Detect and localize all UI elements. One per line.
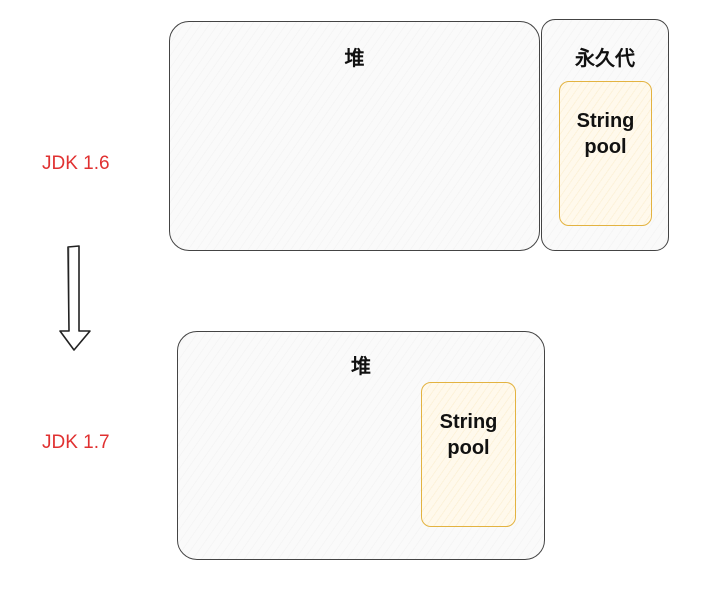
jdk16-heap-title: 堆 (344, 46, 365, 70)
jdk16-permgen-box: 永久代 String pool (541, 19, 669, 251)
jdk16-string-pool: String pool (559, 81, 652, 226)
jdk16-heap-box: 堆 (169, 21, 540, 251)
jdk17-heap-title: 堆 (351, 354, 371, 378)
jdk17-string-pool: String pool (421, 382, 516, 527)
jdk16-permgen-title: 永久代 (575, 46, 635, 70)
jdk17-string-pool-label: String pool (439, 411, 498, 459)
jdk17-label: JDK 1.7 (42, 432, 110, 453)
jdk16-label: JDK 1.6 (42, 153, 110, 174)
jdk16-string-pool-label: String pool (576, 110, 635, 158)
jdk17-heap-box: 堆 String pool (177, 331, 545, 560)
down-arrow-icon (59, 245, 91, 351)
